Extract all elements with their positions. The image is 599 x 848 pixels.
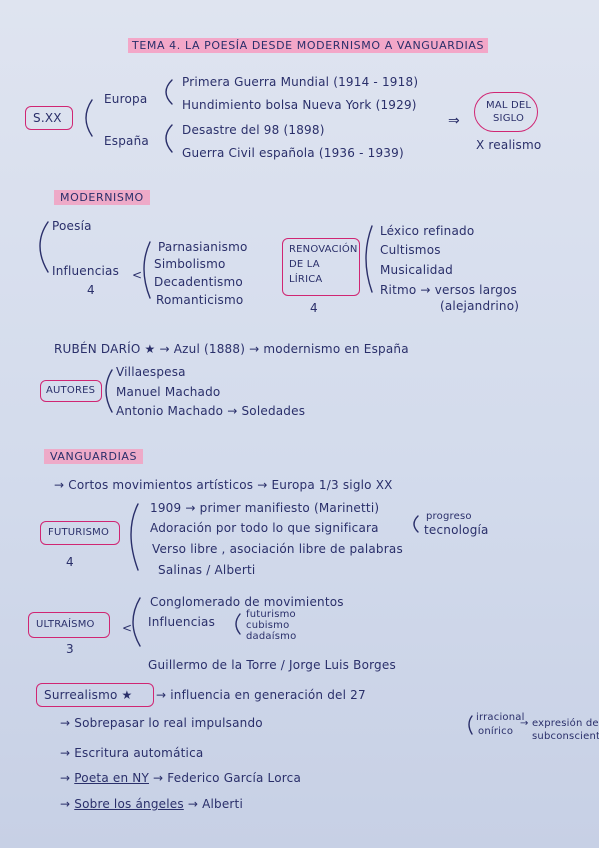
influencias-label: Influencias xyxy=(52,264,120,278)
ultra-influ-futurismo: futurismo xyxy=(246,609,296,620)
mal-del-label: MAL DEL xyxy=(486,100,532,111)
espana-label: España xyxy=(104,134,149,148)
futurismo-progreso: progreso xyxy=(426,511,472,522)
futurismo-item-3: Verso libre , asociación libre de palabr… xyxy=(152,542,403,556)
autor-villaespesa: Villaespesa xyxy=(116,365,186,379)
surrealismo-label: Surrealismo ★ xyxy=(44,688,133,702)
sxx-label: S.XX xyxy=(33,111,62,125)
arrow-icon: → xyxy=(60,771,71,785)
ultraismo-number: 3 xyxy=(66,642,74,656)
renovacion-line1: RENOVACIÓN xyxy=(289,244,358,255)
espana-item-2: Guerra Civil española (1936 - 1939) xyxy=(182,146,404,160)
renovacion-line2: DE LA xyxy=(289,259,320,270)
double-arrow: ⇒ xyxy=(448,113,460,129)
siglo-label: SIGLO xyxy=(493,113,525,124)
renovacion-box xyxy=(282,238,360,296)
alejandrino-note: (alejandrino) xyxy=(440,299,520,313)
renovacion-number: 4 xyxy=(310,301,318,315)
sxx-box xyxy=(25,106,73,130)
page-title: TEMA 4. LA POESÍA DESDE MODERNISMO A VAN… xyxy=(128,38,489,53)
ultraismo-label: ULTRAÍSMO xyxy=(36,619,95,630)
renovacion-line3: LÍRICA xyxy=(289,274,323,285)
futurismo-label: FUTURISMO xyxy=(48,527,110,538)
sobre-los-angeles-line: → Sobre los ángeles → Alberti xyxy=(60,797,243,811)
arrow-left-icon: < xyxy=(132,268,143,282)
futurismo-tecnologia: tecnología xyxy=(424,523,489,537)
ultraismo-influencias: Influencias xyxy=(148,615,216,629)
ultra-influ-cubismo: cubismo xyxy=(246,620,290,631)
europa-label: Europa xyxy=(104,92,148,106)
poeta-en-ny-author: → Federico García Lorca xyxy=(153,771,301,785)
rasgo-lexico: Léxico refinado xyxy=(380,224,475,238)
surrealismo-sobrepasar: → Sobrepasar lo real impulsando xyxy=(60,716,263,730)
futurismo-number: 4 xyxy=(66,555,74,569)
rasgo-musicalidad: Musicalidad xyxy=(380,263,453,277)
ultraismo-autores: Guillermo de la Torre / Jorge Luis Borge… xyxy=(148,658,396,672)
poesia-label: Poesía xyxy=(52,219,92,233)
surrealismo-onirico: onírico xyxy=(478,726,514,737)
ruben-dario-line: RUBÉN DARÍO ★ → Azul (1888) → modernismo… xyxy=(54,342,409,356)
arrow-icon: → xyxy=(60,797,71,811)
escritura-automatica: → Escritura automática xyxy=(60,746,204,760)
rasgo-ritmo: Ritmo → versos largos xyxy=(380,283,517,297)
autores-box xyxy=(40,380,102,402)
mal-del-siglo-oval xyxy=(474,92,538,132)
arrow-left-icon: < xyxy=(122,621,133,635)
ultraismo-conglomerado: Conglomerado de movimientos xyxy=(150,595,344,609)
influencias-number: 4 xyxy=(87,283,95,297)
ultraismo-box xyxy=(28,612,110,638)
sobre-los-angeles-author: → Alberti xyxy=(187,797,243,811)
influencia-parnasianismo: Parnasianismo xyxy=(158,240,248,254)
surrealismo-irracional: irracional xyxy=(476,712,525,723)
influencia-simbolismo: Simbolismo xyxy=(154,257,226,271)
influencia-romanticismo: Romanticismo xyxy=(156,293,244,307)
vanguardias-heading: VANGUARDIAS xyxy=(44,449,144,464)
futurismo-item-1: 1909 → primer manifiesto (Marinetti) xyxy=(150,501,380,515)
autor-antonio-machado: Antonio Machado → Soledades xyxy=(116,404,306,418)
modernismo-heading: MODERNISMO xyxy=(54,190,150,205)
influencia-decadentismo: Decadentismo xyxy=(154,275,243,289)
surrealismo-influencia: → influencia en generación del 27 xyxy=(156,688,366,702)
futurismo-item-4: Salinas / Alberti xyxy=(158,563,256,577)
rasgo-cultismos: Cultismos xyxy=(380,243,441,257)
poeta-en-ny-title: Poeta en NY xyxy=(74,771,149,785)
surrealismo-subconsciente: subconsciente xyxy=(532,731,599,742)
espana-item-1: Desastre del 98 (1898) xyxy=(182,123,325,137)
autor-manuel-machado: Manuel Machado xyxy=(116,385,221,399)
autores-label: AUTORES xyxy=(46,385,96,396)
ultra-influ-dadaismo: dadaísmo xyxy=(246,631,297,642)
europa-item-1: Primera Guerra Mundial (1914 - 1918) xyxy=(182,75,419,89)
surrealismo-expresion: → expresión del xyxy=(520,718,599,729)
poeta-en-ny-line: → Poeta en NY → Federico García Lorca xyxy=(60,771,301,785)
futurismo-box xyxy=(40,521,120,545)
vanguardias-intro: → Cortos movimientos artísticos → Europa… xyxy=(54,478,393,492)
sobre-los-angeles-title: Sobre los ángeles xyxy=(74,797,184,811)
realismo-note: X realismo xyxy=(476,138,542,152)
surrealismo-box xyxy=(36,683,154,707)
europa-item-2: Hundimiento bolsa Nueva York (1929) xyxy=(182,98,417,112)
futurismo-item-2: Adoración por todo lo que significara xyxy=(150,521,379,535)
